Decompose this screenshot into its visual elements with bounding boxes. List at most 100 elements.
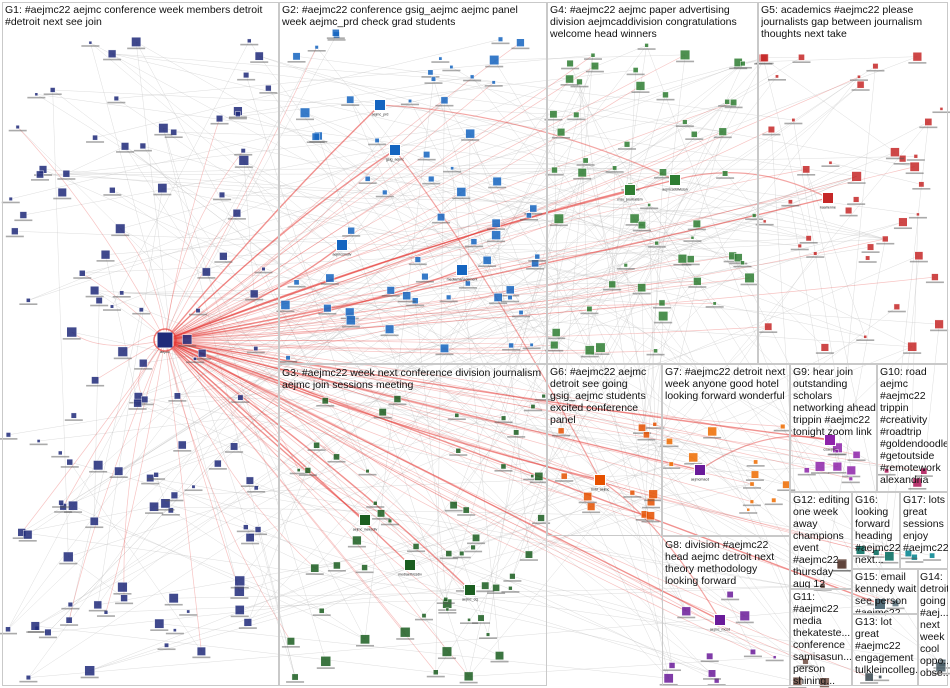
graph-node[interactable]: [802, 165, 811, 174]
graph-node[interactable]: [805, 235, 812, 242]
graph-node[interactable]: [491, 230, 501, 240]
graph-node[interactable]: [19, 211, 28, 219]
graph-node[interactable]: [845, 206, 853, 215]
graph-node[interactable]: [8, 196, 13, 201]
graph-node-csaejmc[interactable]: [824, 434, 836, 446]
graph-node[interactable]: [177, 440, 187, 450]
graph-node[interactable]: [549, 110, 558, 119]
graph-node[interactable]: [644, 43, 649, 48]
graph-node[interactable]: [507, 295, 513, 300]
graph-node[interactable]: [852, 451, 861, 459]
graph-node[interactable]: [378, 408, 387, 417]
graph-node[interactable]: [912, 51, 923, 62]
graph-node[interactable]: [361, 564, 368, 571]
graph-node[interactable]: [495, 651, 504, 661]
graph-node[interactable]: [235, 111, 241, 118]
graph-node[interactable]: [100, 249, 111, 260]
graph-node[interactable]: [608, 280, 616, 289]
graph-node[interactable]: [939, 107, 944, 111]
graph-node[interactable]: [898, 217, 908, 227]
graph-node[interactable]: [892, 599, 900, 607]
graph-node[interactable]: [529, 342, 534, 347]
graph-node[interactable]: [772, 655, 777, 659]
graph-node[interactable]: [196, 646, 206, 656]
graph-node[interactable]: [154, 618, 165, 629]
graph-node[interactable]: [325, 273, 335, 283]
graph-node[interactable]: [534, 472, 544, 481]
graph-node[interactable]: [234, 575, 245, 587]
graph-node[interactable]: [749, 499, 754, 504]
graph-node[interactable]: [79, 270, 86, 277]
graph-node[interactable]: [249, 289, 259, 299]
graph-node[interactable]: [760, 53, 769, 62]
graph-node[interactable]: [740, 60, 746, 67]
graph-node[interactable]: [914, 251, 924, 261]
graph-node[interactable]: [526, 212, 532, 219]
graph-node[interactable]: [508, 586, 513, 591]
graph-node[interactable]: [525, 550, 533, 559]
graph-node[interactable]: [254, 51, 264, 61]
graph-node[interactable]: [201, 267, 211, 277]
graph-node[interactable]: [686, 255, 695, 263]
graph-node[interactable]: [931, 273, 939, 281]
graph-node[interactable]: [95, 296, 103, 304]
graph-node[interactable]: [463, 671, 474, 682]
graph-node[interactable]: [449, 501, 458, 510]
graph-node[interactable]: [780, 423, 786, 430]
graph-node[interactable]: [393, 395, 402, 403]
graph-node[interactable]: [68, 500, 78, 511]
graph-node[interactable]: [421, 613, 427, 619]
graph-node[interactable]: [412, 543, 420, 550]
graph-node-aejmcsmdiv[interactable]: [336, 239, 348, 251]
graph-node-kaarienne[interactable]: [822, 192, 834, 204]
graph-node[interactable]: [446, 294, 452, 300]
graph-node[interactable]: [551, 328, 561, 337]
graph-node[interactable]: [15, 124, 20, 130]
graph-node[interactable]: [421, 273, 429, 281]
graph-node[interactable]: [333, 561, 341, 570]
graph-node[interactable]: [516, 38, 525, 47]
graph-node[interactable]: [682, 119, 688, 125]
graph-node[interactable]: [832, 461, 843, 472]
graph-node[interactable]: [314, 45, 319, 50]
graph-node[interactable]: [237, 394, 244, 401]
graph-node[interactable]: [454, 412, 460, 418]
graph-node[interactable]: [629, 213, 640, 224]
graph-node[interactable]: [857, 74, 861, 79]
graph-node[interactable]: [465, 280, 471, 287]
graph-node[interactable]: [36, 439, 41, 443]
graph-node[interactable]: [219, 252, 228, 261]
graph-node[interactable]: [851, 171, 862, 182]
graph-node[interactable]: [508, 342, 514, 349]
graph-node[interactable]: [530, 474, 535, 478]
graph-node[interactable]: [492, 584, 500, 592]
graph-node[interactable]: [762, 219, 767, 224]
graph-node[interactable]: [243, 524, 249, 530]
graph-node[interactable]: [26, 298, 31, 303]
graph-node[interactable]: [491, 80, 496, 85]
graph-node[interactable]: [440, 96, 449, 105]
graph-node[interactable]: [848, 476, 853, 481]
graph-node[interactable]: [346, 95, 355, 104]
graph-node[interactable]: [332, 29, 340, 37]
graph-node[interactable]: [164, 642, 169, 648]
graph-node[interactable]: [173, 628, 177, 632]
graph-node[interactable]: [654, 240, 659, 246]
graph-node[interactable]: [531, 259, 539, 268]
graph-node[interactable]: [652, 422, 657, 427]
graph-node[interactable]: [693, 277, 702, 286]
graph-node[interactable]: [867, 243, 875, 251]
graph-node[interactable]: [115, 223, 126, 234]
graph-node[interactable]: [408, 99, 412, 103]
graph-node[interactable]: [402, 291, 411, 301]
graph-node[interactable]: [534, 253, 541, 260]
graph-node[interactable]: [247, 38, 252, 44]
graph-node[interactable]: [58, 499, 64, 506]
graph-node[interactable]: [455, 448, 461, 454]
graph-node[interactable]: [935, 661, 947, 673]
graph-node[interactable]: [706, 652, 714, 660]
graph-node[interactable]: [814, 461, 826, 472]
graph-node[interactable]: [36, 170, 44, 179]
graph-node[interactable]: [158, 123, 169, 134]
graph-node[interactable]: [195, 308, 201, 314]
